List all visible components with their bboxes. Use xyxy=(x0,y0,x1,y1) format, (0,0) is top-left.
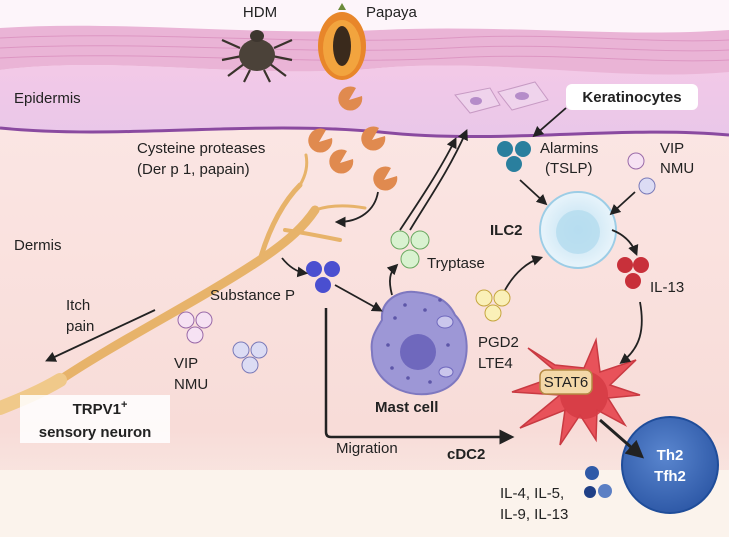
th2-label: Th2 xyxy=(657,447,684,464)
vip-nmu-bottom-cluster xyxy=(177,311,268,374)
arrow-ilc2-to-il13 xyxy=(611,229,639,257)
cysteine-label-2: (Der p 1, papain) xyxy=(137,161,250,178)
cytokines-label-1: IL-4, IL-5, xyxy=(500,485,564,502)
alarmins-cluster xyxy=(497,141,531,172)
trpv1-label-2: sensory neuron xyxy=(39,424,152,441)
il13-label: IL-13 xyxy=(650,279,684,296)
tfh2-label: Tfh2 xyxy=(654,468,686,485)
th2-cell xyxy=(621,416,719,514)
stat6-box xyxy=(539,369,593,395)
ilc2-cell xyxy=(539,191,617,269)
ilc2-label: ILC2 xyxy=(490,222,523,239)
arrow-mast-cell-to-tryptase xyxy=(386,263,399,296)
epidermis-label: Epidermis xyxy=(14,90,81,107)
arrow-substance-p-to-mast-cell xyxy=(334,284,383,312)
arrow-lipids-to-ilc2 xyxy=(504,255,544,291)
keratinocytes-box xyxy=(566,84,698,110)
dermis-label: Dermis xyxy=(14,237,62,254)
nmu-bottom-label: NMU xyxy=(174,376,208,393)
cytokine-dots xyxy=(584,466,612,498)
mast-cell-label: Mast cell xyxy=(375,399,438,416)
hdm-label: HDM xyxy=(243,4,277,21)
alarmins-label-2: (TSLP) xyxy=(545,160,593,177)
arrow-proteases-to-neuron xyxy=(334,191,379,228)
tryptase-cluster xyxy=(390,230,430,269)
keratinocytes xyxy=(454,81,549,114)
substance-p-label: Substance P xyxy=(210,287,295,304)
arrow-alarmins-to-ilc2 xyxy=(519,179,548,206)
arrow-vip-to-ilc2 xyxy=(609,191,636,216)
substance-p-cluster xyxy=(306,261,340,293)
arrow-il13-to-dc xyxy=(619,301,643,364)
migration-label: Migration xyxy=(336,440,398,457)
cytokines-label-2: IL-9, IL-13 xyxy=(500,506,568,523)
migration-arrow xyxy=(324,308,515,445)
dermis-layer xyxy=(0,110,729,537)
arrows xyxy=(45,107,645,459)
arrow-dc-to-th2 xyxy=(599,418,645,459)
pain-label: pain xyxy=(66,318,94,335)
arrow-keratinocytes-to-alarmins xyxy=(532,107,567,138)
itch-label: Itch xyxy=(66,297,90,314)
vip-top-label: VIP xyxy=(660,140,684,157)
nmu-top-label: NMU xyxy=(660,160,694,177)
trpv1-label: TRPV1+ xyxy=(73,399,128,418)
arrow-itch-pain xyxy=(45,309,156,362)
hypodermis-band xyxy=(0,470,729,537)
lte4-label: LTE4 xyxy=(478,355,513,372)
vip-nmu-top-cluster xyxy=(627,152,656,195)
mast-cell xyxy=(370,290,468,396)
keratinocytes-label: Keratinocytes xyxy=(582,89,681,106)
trpv1-box xyxy=(20,395,170,443)
arrow-neuron-to-substance-p xyxy=(281,257,309,278)
lipid-mediators-cluster xyxy=(475,289,511,322)
stratum-lines xyxy=(0,35,729,62)
il13-cluster xyxy=(617,257,649,289)
mite-icon xyxy=(221,30,293,83)
cdc2-label: cDC2 xyxy=(447,446,485,463)
pgd2-label: PGD2 xyxy=(478,334,519,351)
papaya-icon xyxy=(318,3,366,80)
arrow-tryptase-to-epidermis-1 xyxy=(399,137,457,231)
tryptase-label: Tryptase xyxy=(427,255,485,272)
arrow-tryptase-to-epidermis-2 xyxy=(409,129,468,231)
cysteine-proteases xyxy=(308,86,398,191)
epidermis-layer xyxy=(0,65,729,137)
vip-bottom-label: VIP xyxy=(174,355,198,372)
stat6-label: STAT6 xyxy=(544,374,588,391)
papaya-label: Papaya xyxy=(366,4,418,21)
basement-membrane xyxy=(0,126,729,139)
cysteine-label-1: Cysteine proteases xyxy=(137,140,265,157)
alarmins-label-1: Alarmins xyxy=(540,140,598,157)
